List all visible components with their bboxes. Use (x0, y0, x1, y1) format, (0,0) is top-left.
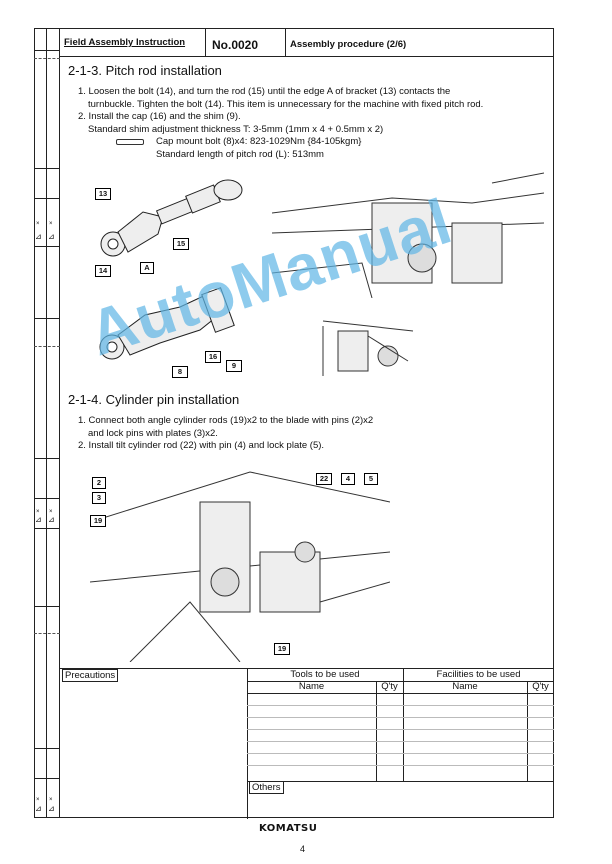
section1-instructions: 1. Loosen the bolt (14), and turn the ro… (78, 86, 548, 161)
length-spec: Standard length of pitch rod (L): 513mm (156, 148, 324, 160)
callout-2: 2 (92, 477, 106, 489)
facilities-qty-header: Q'ty (532, 681, 549, 692)
tools-name-header: Name (298, 681, 325, 692)
callout-5: 5 (364, 473, 378, 485)
strip-mark: × (49, 221, 53, 227)
cap-shim-illustration (90, 285, 240, 370)
shim-spec: Standard shim adjustment thickness T: 3-… (88, 123, 384, 135)
facilities-header: Facilities to be used (436, 669, 521, 680)
strip-mark: × (36, 509, 40, 515)
strip-mark: × (36, 797, 40, 803)
strip-mark: × (36, 221, 40, 227)
komatsu-logo: KOMATSU (259, 823, 318, 834)
cylinder-pin-illustration (89, 462, 391, 663)
triangle-icon: ⊿ (48, 804, 55, 813)
section-title-pitch-rod: 2-1-3. Pitch rod installation (68, 63, 222, 78)
callout-16: 16 (205, 351, 221, 363)
precautions-table: Precautions Tools to be used Facilities … (60, 668, 554, 819)
strip-mark: × (49, 509, 53, 515)
callout-14: 14 (95, 265, 111, 277)
callout-19: 19 (90, 515, 106, 527)
section-title-cylinder-pin: 2-1-4. Cylinder pin installation (68, 392, 240, 407)
callout-19: 19 (274, 643, 290, 655)
callout-4: 4 (341, 473, 355, 485)
document-header: Field Assembly Instruction No.0020 Assem… (60, 28, 554, 57)
tools-header: Tools to be used (290, 669, 360, 680)
step-text: 1. Loosen the bolt (14), and turn the ro… (78, 86, 451, 97)
triangle-icon: ⊿ (48, 232, 55, 241)
callout-13: 13 (95, 188, 111, 200)
tools-qty-header: Q'ty (381, 681, 398, 692)
triangle-icon: ⊿ (48, 515, 55, 524)
section2-instructions: 1. Connect both angle cylinder rods (19)… (78, 415, 498, 453)
callout-A: A (140, 262, 154, 274)
pitch-rod-illustration (88, 172, 248, 282)
facilities-name-header: Name (452, 681, 478, 692)
pitch-rod-length-diagram (318, 306, 418, 382)
revision-strip: × × ⊿ ⊿ × × ⊿ ⊿ × × ⊿ ⊿ (34, 28, 60, 818)
precautions-label: Precautions (62, 669, 119, 682)
machine-pitch-rod-view (271, 163, 545, 299)
callout-8: 8 (172, 366, 188, 378)
callout-15: 15 (173, 238, 189, 250)
step-text: and lock pins with plates (3)x2. (88, 427, 218, 439)
step-text: 2. Install the cap (16) and the shim (9)… (78, 111, 241, 122)
callout-22: 22 (316, 473, 332, 485)
procedure-title: Assembly procedure (2/6) (290, 39, 407, 50)
page-frame (34, 28, 554, 818)
strip-mark: × (49, 797, 53, 803)
callout-3: 3 (92, 492, 106, 504)
page-number: 4 (300, 844, 306, 854)
wrench-icon (116, 139, 144, 145)
step-text: 2. Install tilt cylinder rod (22) with p… (78, 440, 325, 451)
callout-9: 9 (226, 360, 242, 372)
triangle-icon: ⊿ (35, 515, 42, 524)
step-text: 1. Connect both angle cylinder rods (19)… (78, 415, 374, 426)
bolt-spec: Cap mount bolt (8)x4: 823-1029Nm {84-105… (78, 136, 548, 149)
triangle-icon: ⊿ (35, 232, 42, 241)
others-label: Others (249, 781, 284, 794)
step-text: turnbuckle. Tighten the bolt (14). This … (88, 98, 484, 110)
triangle-icon: ⊿ (35, 804, 42, 813)
document-number: No.0020 (206, 28, 286, 56)
field-assembly-title: Field Assembly Instruction (60, 28, 206, 56)
